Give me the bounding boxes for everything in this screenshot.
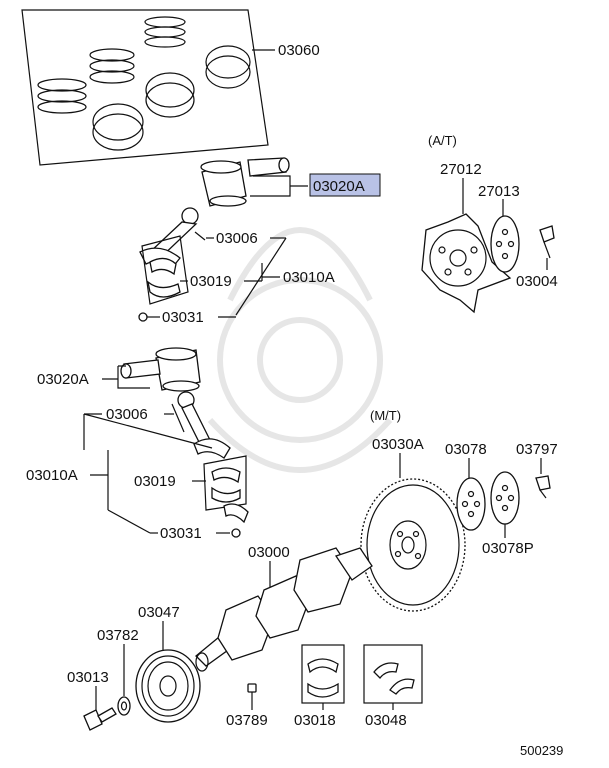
mid-connecting-rod: [171, 391, 231, 459]
mid-bearing-box: [203, 455, 247, 511]
mid-piston: [155, 347, 201, 392]
corner-code: 500239: [520, 743, 563, 758]
label-03010A-top: 03010A: [283, 269, 335, 286]
upper-rod-nut: [138, 312, 148, 322]
flywheel-plate: [490, 471, 520, 525]
label-03000: 03000: [248, 544, 290, 561]
pulley-bolt: [83, 707, 117, 731]
crank-pulley: [135, 649, 201, 723]
label-03019-top: 03019: [190, 273, 232, 290]
label-03047: 03047: [138, 604, 180, 621]
label-03018: 03018: [294, 712, 336, 729]
pulley-washer: [117, 696, 131, 716]
label-mt-group: (M/T): [370, 408, 401, 423]
label-03797: 03797: [516, 441, 558, 458]
watermark-crest: [207, 227, 393, 473]
piston-ring-set-box: [21, 9, 269, 166]
mid-rod-nut: [231, 528, 241, 538]
label-03078P: 03078P: [482, 540, 534, 557]
mid-rod-cap: [223, 503, 249, 524]
drive-plate: [421, 213, 512, 314]
flywheel-spacer: [456, 477, 486, 531]
flywheel-bolt: [535, 475, 551, 499]
label-03020A-top: 03020A: [313, 178, 365, 195]
crankshaft: [195, 547, 373, 672]
label-03060: 03060: [278, 42, 320, 59]
flywheel: [360, 478, 466, 612]
thrust-bearing-box: [363, 644, 423, 704]
label-27012: 27012: [440, 161, 482, 178]
mid-piston-pin: [120, 359, 161, 379]
label-03020A-mid: 03020A: [37, 371, 89, 388]
upper-piston-pin: [247, 157, 290, 177]
label-27013: 27013: [478, 183, 520, 200]
crank-key: [247, 683, 257, 693]
label-03019-mid: 03019: [134, 473, 176, 490]
label-03006-top: 03006: [216, 230, 258, 247]
label-03010A-mid: 03010A: [26, 467, 78, 484]
main-bearing-box: [301, 644, 345, 704]
drive-plate-adapter: [490, 215, 520, 273]
label-03006-mid: 03006: [106, 406, 148, 423]
drive-plate-bolt: [539, 225, 555, 259]
label-03031-top: 03031: [162, 309, 204, 326]
highlight-03020A: [309, 173, 381, 197]
upper-bearing-box: [141, 235, 189, 305]
label-03013: 03013: [67, 669, 109, 686]
label-03782: 03782: [97, 627, 139, 644]
label-03078: 03078: [445, 441, 487, 458]
upper-piston: [200, 160, 247, 207]
label-03030A: 03030A: [372, 436, 424, 453]
label-03031-mid: 03031: [160, 525, 202, 542]
label-03048: 03048: [365, 712, 407, 729]
label-03789: 03789: [226, 712, 268, 729]
label-at-group: (A/T): [428, 133, 457, 148]
label-03004: 03004: [516, 273, 558, 290]
